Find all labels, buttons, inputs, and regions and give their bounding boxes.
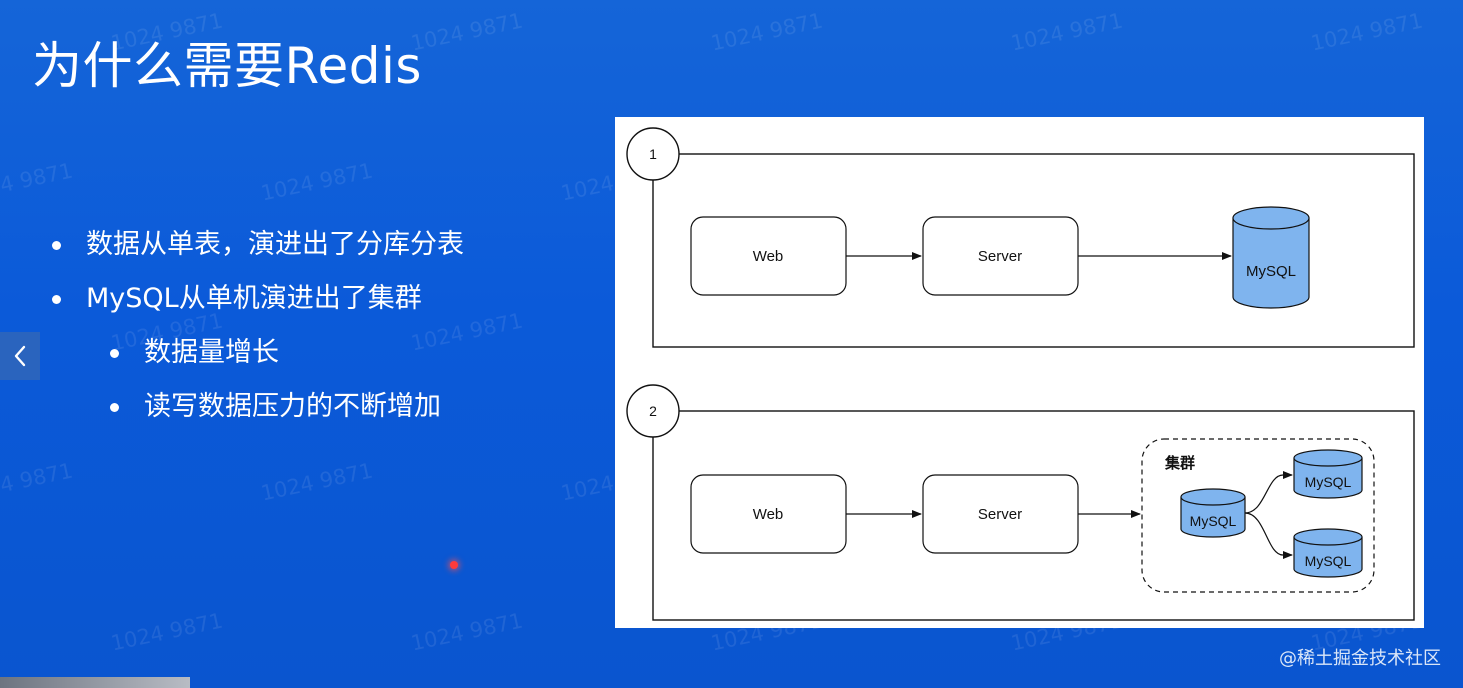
sub-bullet-item: 数据量增长 (108, 326, 464, 380)
watermark-text: 1024 9871 (1008, 8, 1125, 56)
watermark-text: 1024 9871 (408, 608, 525, 656)
mysql-primary-label: MySQL (1190, 513, 1237, 529)
slide-title: 为什么需要Redis (32, 37, 422, 95)
watermark-text: 1024 9871 (258, 158, 375, 206)
mysql-replica-top-label: MySQL (1305, 474, 1352, 490)
cluster-boundary (1141, 438, 1375, 593)
mysql-label: MySQL (1246, 263, 1296, 280)
footer-brand: @稀土掘金技术社区 (1279, 648, 1441, 669)
bottom-strip (0, 677, 190, 688)
cluster-label: 集群 (1164, 454, 1195, 472)
bullet-list: 数据从单表，演进出了分库分表 MySQL从单机演进出了集群 数据量增长 读写数据… (50, 218, 464, 434)
server-node-label: Server (978, 248, 1022, 265)
panel-1-number-circle (626, 127, 680, 181)
panel-1-frame (652, 153, 1415, 348)
server-node-label: Server (978, 506, 1022, 523)
web-node-label: Web (753, 506, 784, 523)
panel-2-number: 2 (649, 403, 657, 419)
watermark-text: 1024 9871 (108, 608, 225, 656)
panel-cluster: 2 Web Server 集群 MySQL MySQL (626, 384, 1415, 621)
panel-2-frame (652, 410, 1415, 621)
mysql-replica-bottom-cylinder (1293, 528, 1363, 578)
bullet-item: MySQL从单机演进出了集群 (50, 272, 464, 326)
watermark-text: 1024 9871 (408, 8, 525, 56)
sub-bullet-item: 读写数据压力的不断增加 (108, 380, 464, 434)
watermark-text: 1024 9871 (258, 458, 375, 506)
mysql-cylinder (1232, 206, 1310, 309)
watermark-text: 1024 9871 (0, 158, 75, 206)
architecture-diagram: 1 Web Server MySQL 2 Web Server (615, 117, 1424, 628)
panel-1-number: 1 (649, 146, 657, 162)
watermark-text: 1024 9871 (0, 458, 75, 506)
laser-pointer-dot (450, 561, 458, 569)
primary-to-replica-top-arrow (1244, 471, 1293, 514)
panel-2-number-circle (626, 384, 680, 438)
chevron-left-icon (14, 345, 26, 367)
watermark-text: 1024 9871 (708, 8, 825, 56)
bullet-item: 数据从单表，演进出了分库分表 (50, 218, 464, 272)
web-node-label: Web (753, 248, 784, 265)
watermark-text: 1024 9871 (1308, 8, 1425, 56)
previous-slide-button[interactable] (0, 332, 40, 380)
mysql-replica-top-cylinder (1293, 449, 1363, 499)
mysql-replica-bottom-label: MySQL (1305, 553, 1352, 569)
primary-to-replica-bottom-arrow (1244, 512, 1293, 559)
mysql-primary-cylinder (1180, 488, 1246, 538)
panel-single-db: 1 Web Server MySQL (626, 127, 1415, 348)
